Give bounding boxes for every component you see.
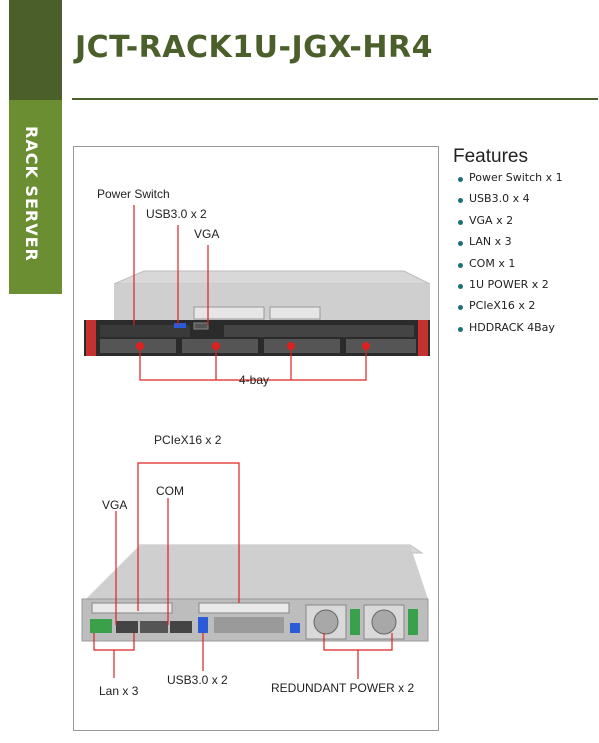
bullet-icon: [458, 326, 463, 332]
feature-item: LAN x 3: [455, 234, 563, 255]
callout-4-bay: 4-bay: [239, 373, 270, 387]
bullet-icon: [458, 305, 463, 311]
callout-front-usb: USB3.0 x 2: [146, 207, 207, 221]
bullet-icon: [458, 177, 463, 182]
category-label-text: RACK SERVER: [22, 126, 41, 262]
feature-item: Power Switch x 1: [455, 170, 563, 191]
callout-front-vga: VGA: [194, 227, 220, 241]
rear-server-image: [81, 544, 429, 642]
feature-item: 1U POWER x 2: [455, 277, 563, 298]
feature-item: PCIeX16 x 2: [455, 298, 563, 319]
server-illustration: [81, 205, 431, 679]
features-heading: Features: [453, 146, 528, 167]
feature-item: USB3.0 x 4: [455, 191, 563, 212]
feature-item: VGA x 2: [455, 213, 563, 234]
feature-item: COM x 1: [455, 256, 563, 277]
bullet-icon: [458, 198, 463, 204]
features-list: Power Switch x 1 USB3.0 x 4 VGA x 2 LAN …: [455, 170, 563, 341]
product-title: JCT-RACK1U-JGX-HR4: [75, 30, 433, 65]
callout-com: COM: [156, 484, 184, 498]
callout-redundant-power: REDUNDANT POWER x 2: [271, 681, 415, 695]
callout-power-switch: Power Switch: [97, 187, 170, 201]
callout-rear-vga: VGA: [102, 498, 128, 512]
front-callout-lines: [133, 205, 367, 381]
bullet-icon: [458, 283, 463, 289]
feature-item: HDDRACK 4Bay: [455, 320, 563, 341]
category-label: RACK SERVER: [22, 126, 52, 286]
side-accent-bar-top: [9, 0, 62, 100]
bullet-icon: [458, 219, 463, 225]
callout-rear-usb: USB3.0 x 2: [167, 673, 228, 687]
product-image-frame: Power Switch USB3.0 x 2 VGA 4-bay PCIeX1…: [73, 146, 439, 731]
bullet-icon: [458, 241, 463, 247]
callout-lan: Lan x 3: [99, 684, 139, 698]
front-server-image: [84, 270, 431, 356]
rear-callout-lines: [93, 462, 393, 679]
title-divider: [72, 98, 598, 100]
callout-pcie: PCIeX16 x 2: [154, 433, 222, 447]
bullet-icon: [458, 262, 463, 268]
